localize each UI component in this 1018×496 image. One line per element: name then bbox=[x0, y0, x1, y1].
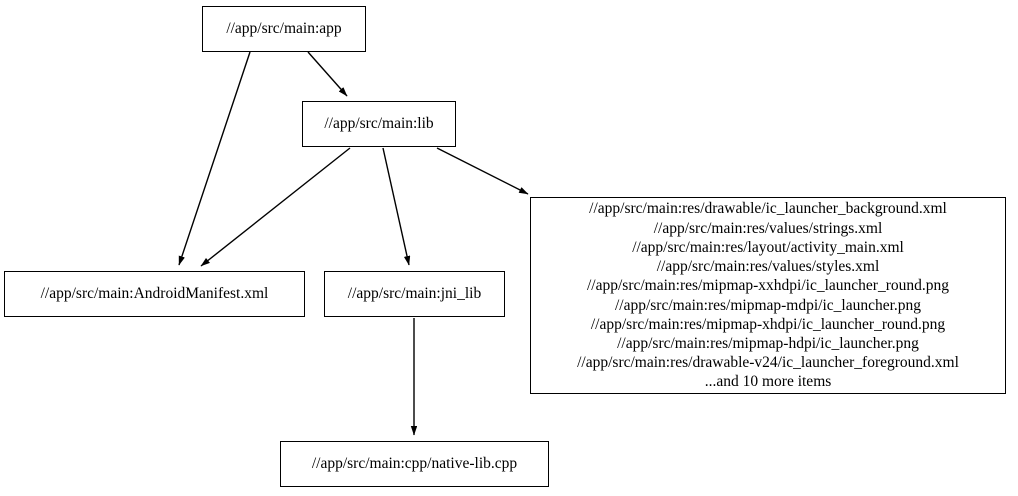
edge-lib-to-jni-lib bbox=[382, 147, 411, 266]
graph-node-res-group[interactable]: //app/src/main:res/drawable/ic_launcher_… bbox=[530, 197, 1006, 394]
graph-node-jni-lib[interactable]: //app/src/main:jni_lib bbox=[324, 271, 505, 317]
edge-lib-to-res-group bbox=[436, 147, 529, 195]
graph-node-androidmanifest-xml[interactable]: //app/src/main:AndroidManifest.xml bbox=[4, 271, 305, 317]
edge-lib-to-androidmanifest bbox=[200, 147, 351, 267]
edge-app-to-androidmanifest bbox=[178, 51, 251, 266]
edge-app-to-lib bbox=[307, 51, 348, 97]
graph-node-app[interactable]: //app/src/main:app bbox=[202, 6, 366, 52]
graph-node-native-lib-cpp[interactable]: //app/src/main:cpp/native-lib.cpp bbox=[280, 441, 549, 487]
graph-node-lib[interactable]: //app/src/main:lib bbox=[302, 101, 456, 147]
